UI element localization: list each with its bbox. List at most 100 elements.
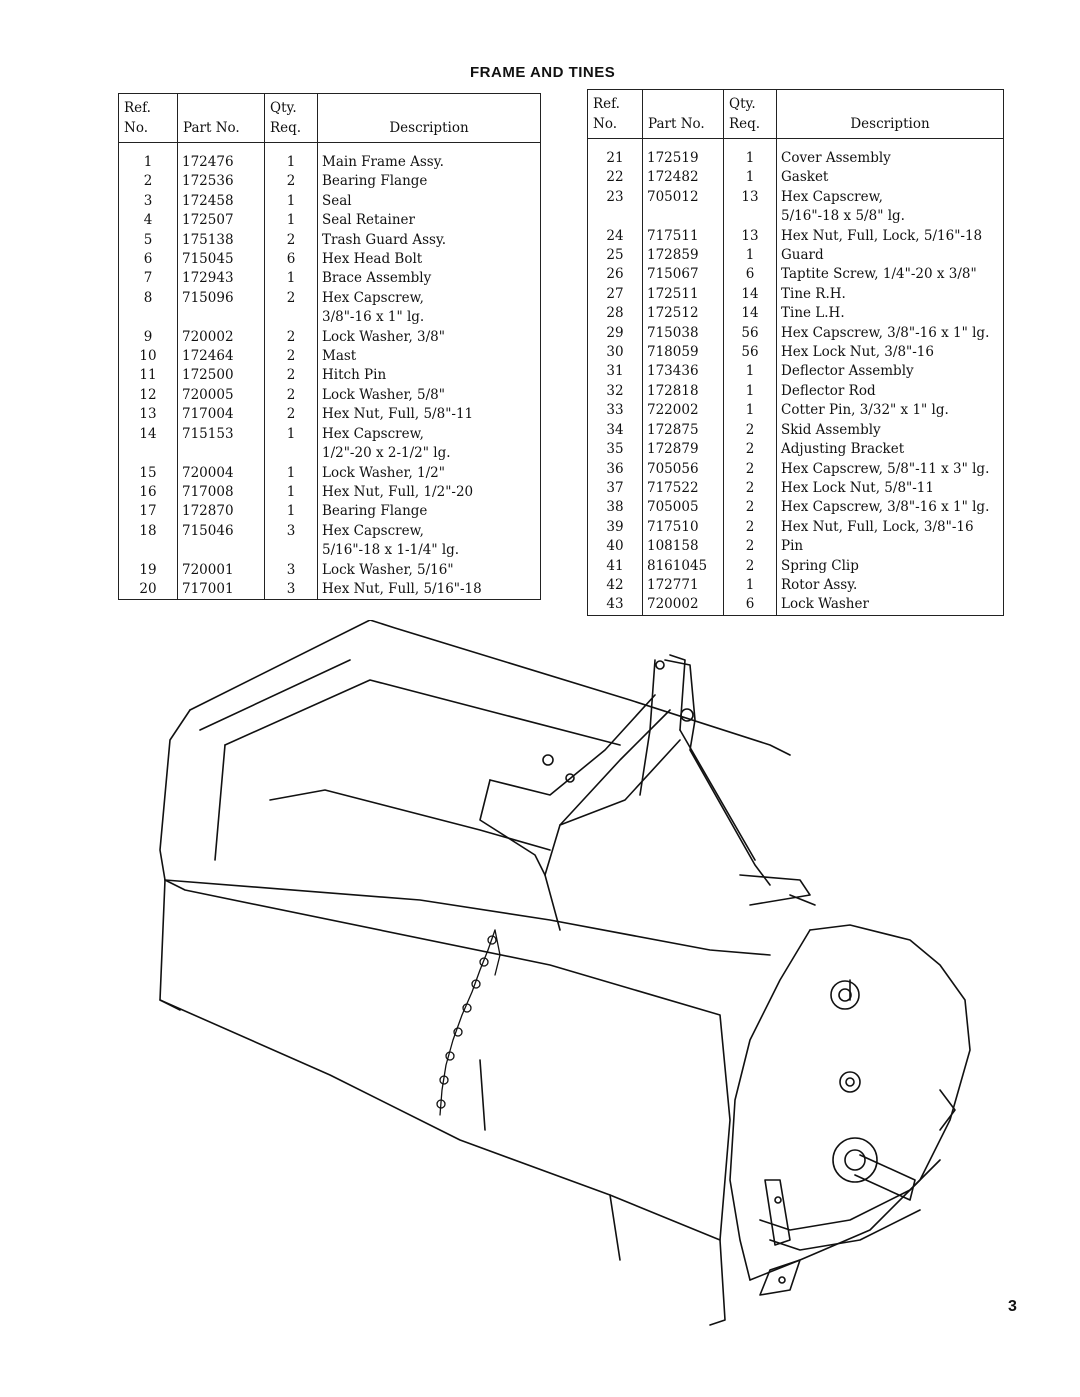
part-no: 172879 (642, 440, 724, 460)
qty-req: 13 (723, 187, 777, 208)
part-no: 720005 (177, 385, 265, 406)
description: Skid Assembly (781, 421, 881, 438)
description: Hex Capscrew, (322, 425, 424, 442)
description: Hitch Pin (322, 367, 387, 384)
part-no: 173436 (642, 362, 724, 382)
description: Hex Capscrew, (322, 289, 424, 306)
header-part-no: Part No. (642, 89, 724, 139)
description: Tine R.H. (781, 285, 846, 302)
ref-no: 38 (587, 498, 643, 518)
part-no: 172859 (642, 246, 724, 266)
qty-req: 3 (264, 579, 318, 600)
description: Gasket (781, 169, 829, 186)
part-no: 715038 (642, 323, 724, 344)
skid-assembly (759, 1159, 941, 1296)
ref-no: 25 (587, 246, 643, 266)
description: Seal (322, 192, 352, 209)
qty-req: 1 (723, 168, 777, 188)
ref-no: 12 (118, 385, 178, 406)
qty-req: 1 (264, 211, 318, 231)
qty-req: 2 (723, 478, 777, 499)
side-end-plate (729, 924, 971, 1281)
ref-no: 29 (587, 323, 643, 344)
part-no: 8161045 (642, 556, 724, 576)
part-no: 172875 (642, 420, 724, 441)
qty-req: 1 (723, 381, 777, 402)
part-no: 172818 (642, 381, 724, 402)
description: Cotter Pin, 3/32" x 1" lg. (781, 402, 949, 419)
parts-table-right: Ref.No. Part No. Qty.Req. Description 21… (587, 89, 1004, 616)
qty-req: 2 (723, 420, 777, 441)
description: Mast (322, 348, 357, 365)
part-no: 715153 (177, 424, 265, 445)
part-no: 722002 (642, 401, 724, 421)
qty-req: 2 (264, 327, 318, 348)
part-no: 172771 (642, 575, 724, 596)
part-no: 717004 (177, 405, 265, 425)
description: Cover Assembly (781, 150, 891, 166)
part-no (177, 308, 265, 328)
description: Hex Nut, Full, Lock, 5/16"-18 (781, 227, 983, 244)
part-no: 172943 (177, 269, 265, 289)
part-no: 717510 (642, 517, 724, 538)
ref-no: 21 (587, 138, 643, 169)
part-no: 715046 (177, 521, 265, 542)
qty-req: 2 (264, 385, 318, 406)
ref-no: 23 (587, 187, 643, 208)
qty-req: 13 (723, 226, 777, 247)
parts-row: 1/2"-20 x 2-1/2" lg. (118, 444, 541, 464)
qty-req: 1 (723, 246, 777, 266)
part-no: 172536 (177, 172, 265, 192)
qty-req: 2 (723, 537, 777, 557)
header-qty-req: Qty.Req. (723, 89, 777, 139)
ref-no: 20 (118, 579, 178, 600)
header-description: Description (317, 93, 541, 143)
main-frame-housing (159, 620, 791, 956)
ref-no: 6 (118, 250, 178, 270)
qty-req: 2 (723, 498, 777, 518)
ref-no (118, 308, 178, 328)
qty-req: 1 (264, 142, 318, 173)
qty-req (264, 444, 318, 464)
ref-no: 4 (118, 211, 178, 231)
part-no: 172507 (177, 211, 265, 231)
part-no: 715096 (177, 288, 265, 309)
description: 1/2"-20 x 2-1/2" lg. (322, 445, 451, 462)
qty-req: 2 (264, 230, 318, 251)
ref-no: 34 (587, 420, 643, 441)
ref-no (118, 444, 178, 464)
description: Trash Guard Assy. (322, 231, 447, 248)
part-no: 717008 (177, 482, 265, 503)
page-title: FRAME AND TINES (470, 64, 616, 81)
part-no: 172512 (642, 304, 724, 324)
description: Lock Washer (781, 596, 869, 613)
description: Hex Capscrew, 5/8"-11 x 3" lg. (781, 460, 990, 477)
part-no: 715067 (642, 265, 724, 285)
ref-no: 13 (118, 405, 178, 425)
ref-no: 16 (118, 482, 178, 503)
qty-req: 2 (723, 459, 777, 479)
part-no: 720004 (177, 463, 265, 483)
description: Adjusting Bracket (781, 441, 905, 458)
ref-no: 17 (118, 502, 178, 522)
qty-req: 2 (723, 517, 777, 538)
qty-req: 1 (264, 482, 318, 503)
part-no: 172482 (642, 168, 724, 188)
part-no: 172476 (177, 142, 265, 173)
ref-no: 39 (587, 517, 643, 538)
